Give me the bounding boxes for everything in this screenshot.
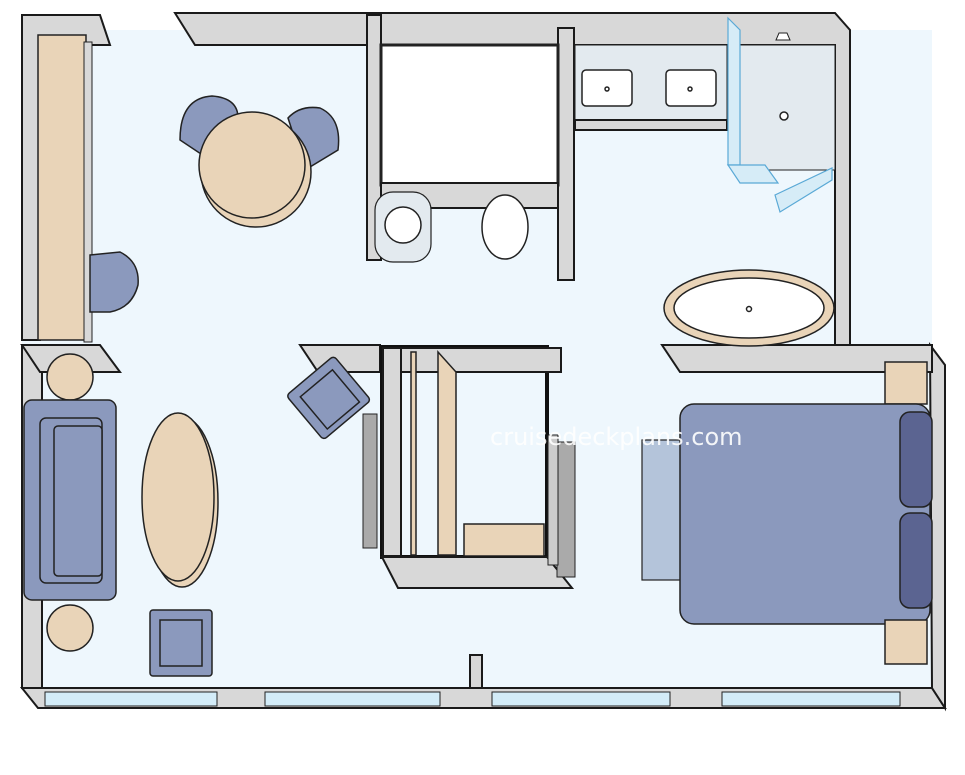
shower-glass (727, 16, 741, 166)
watermark-text: cruisedeckplans.com (490, 423, 743, 451)
bed (679, 403, 931, 625)
closet-wall (382, 347, 562, 373)
shower-glass (726, 164, 780, 184)
closet-shelf (437, 350, 457, 556)
side-table (46, 604, 94, 652)
bench (641, 439, 683, 581)
pillow (899, 512, 933, 609)
bathtub-drain (745, 305, 753, 313)
window (491, 691, 671, 707)
nightstand (884, 619, 928, 665)
closet-shelf (410, 351, 417, 556)
wall-bedroom-top (660, 344, 933, 373)
bathroom-wall-mid (557, 27, 575, 281)
shower-drain (779, 111, 789, 121)
window (44, 691, 218, 707)
toilet (481, 194, 529, 260)
window (721, 691, 901, 707)
closet-base (380, 556, 575, 589)
vanity-edge (574, 119, 728, 131)
shower-enclosure (379, 43, 560, 187)
armchair (287, 356, 371, 440)
sliding-door (547, 434, 559, 566)
bidet-bowl (384, 206, 422, 244)
side-table (46, 353, 94, 401)
closet-drawers (463, 523, 545, 557)
sink-drain (604, 86, 610, 92)
sink-drain (687, 86, 693, 92)
closet-wall (382, 347, 402, 557)
shower-door (774, 167, 833, 213)
chair-seat (159, 619, 203, 667)
sofa-cushion (53, 425, 103, 577)
dining-table (198, 111, 306, 219)
window (264, 691, 441, 707)
sliding-door (556, 441, 576, 578)
coffee-table (141, 412, 215, 582)
shower-head-icon (775, 32, 791, 41)
shower-floor (734, 44, 836, 171)
desk-counter-edge (83, 41, 93, 343)
sliding-door (362, 413, 378, 549)
pillow (899, 411, 933, 508)
desk-chair (89, 251, 139, 313)
desk-counter (37, 34, 87, 341)
door-stop (469, 654, 483, 689)
nightstand (884, 361, 928, 405)
